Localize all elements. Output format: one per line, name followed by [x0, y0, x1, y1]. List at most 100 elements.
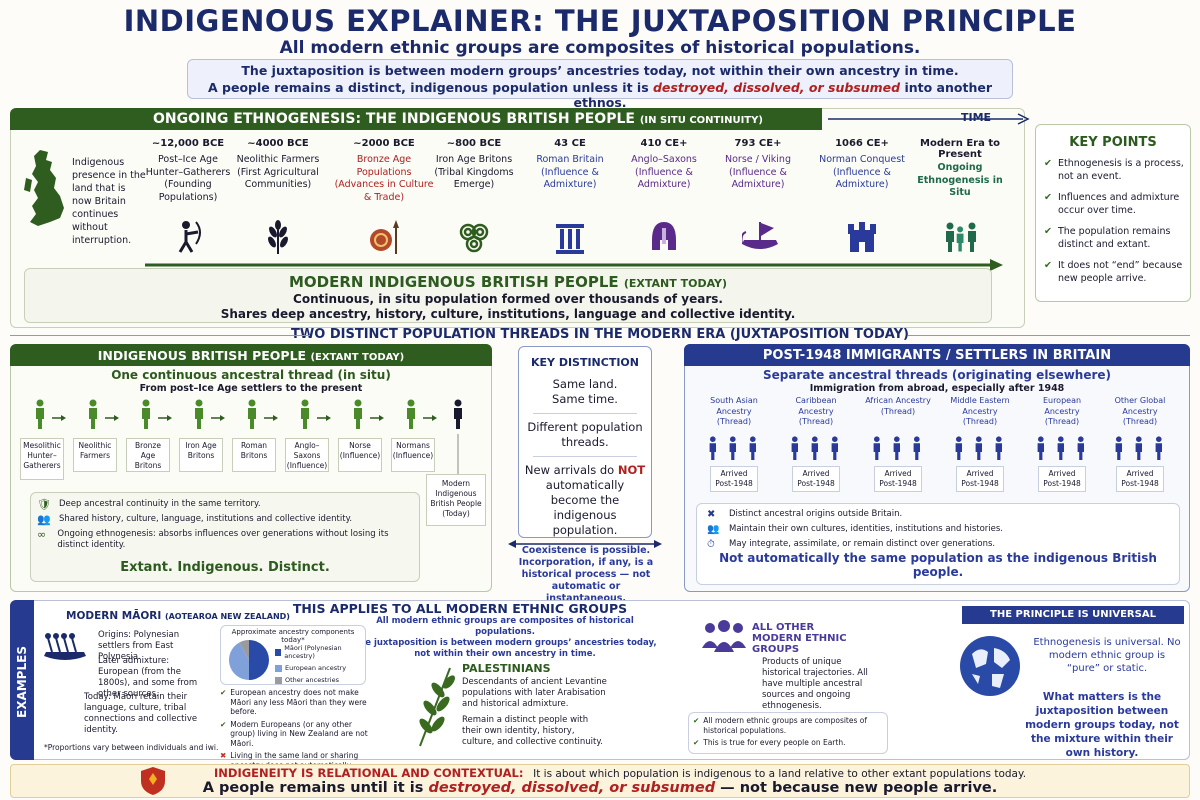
chart-title: Approximate ancestry components today*	[231, 628, 355, 644]
key-point-1: ✔Influences and admixture occur over tim…	[1044, 192, 1180, 216]
check-icon: ✔	[220, 688, 227, 697]
pie-slice-0	[249, 640, 269, 680]
thread-step-1: Neolithic Farmers	[73, 438, 117, 472]
thread-step-4: Roman Britons	[232, 438, 276, 472]
key-point-2: ✔The population remains distinct and ext…	[1044, 226, 1171, 250]
maori-origins: Origins: Polynesian settlers from East P…	[98, 630, 180, 662]
maori-footnote: *Proportions vary between individuals an…	[44, 743, 219, 752]
page-subtitle: All modern ethnic groups are composites …	[279, 38, 921, 58]
connector-line	[457, 434, 459, 474]
arrived-label-3: Arrived Post-1948	[956, 466, 1004, 492]
period-label-6: Norse / Viking(Influence & Admixture)	[725, 154, 791, 190]
modern-indigenous-box: MODERN INDIGENOUS BRITISH PEOPLE (EXTANT…	[24, 268, 992, 323]
people-icon: 👥	[707, 524, 720, 535]
period-date-5: 410 CE+	[640, 138, 688, 149]
thread-step-7: Normans (Influence)	[391, 438, 435, 472]
maori-later: Later admixture: European (from the 1800…	[98, 656, 198, 699]
family-icon	[946, 222, 976, 252]
immigrant-point-0: ✖Distinct ancestral origins outside Brit…	[707, 509, 903, 520]
waka-canoe-icon	[44, 633, 86, 660]
examples-side-banner: EXAMPLES	[10, 600, 34, 760]
coexistence-note: Coexistence is possible. Incorporation, …	[518, 545, 654, 604]
people-icon	[1115, 436, 1162, 460]
period-label-8: Ongoing Ethnogenesis in Situ	[917, 162, 1003, 198]
footer-line-2: A people remains until it is destroyed, …	[202, 780, 998, 796]
arrow-right-icon	[370, 415, 384, 421]
key-distinction-same: Same land.Same time.	[552, 377, 618, 406]
page-title: INDIGENOUS EXPLAINER: THE JUXTAPOSITION …	[123, 4, 1077, 38]
maori-check-1: ✔Modern Europeans (or any other group) l…	[220, 719, 368, 748]
check-icon: ✔	[693, 738, 700, 747]
archer-icon	[178, 221, 201, 253]
modern-line-2: Shares deep ancestry, history, culture, …	[220, 307, 796, 321]
person-icon	[195, 399, 203, 429]
period-label-4: Roman Britain(Influence & Admixture)	[536, 154, 604, 190]
shield-spear-icon	[370, 220, 399, 254]
ancestry-group-5: Other Global Ancestry (Thread)	[1114, 396, 1166, 426]
thread-step-0: Mesolithic Hunter–Gatherers	[20, 438, 64, 480]
people-icon	[709, 436, 756, 460]
ancestry-chart-box: Approximate ancestry components today* M…	[220, 625, 366, 685]
period-date-0: ~12,000 BCE	[151, 138, 225, 149]
immigrant-tagline: Not automatically the same population as…	[719, 551, 1157, 579]
arrived-label-5: Arrived Post-1948	[1116, 466, 1164, 492]
check-icon: ✔	[1044, 192, 1052, 203]
universal-line-2: What matters is the juxtaposition betwee…	[1025, 691, 1179, 759]
person-icon	[36, 399, 44, 429]
period-label-1: Neolithic Farmers (First Agricultural Co…	[236, 154, 320, 190]
palestinians-line-2: Remain a distinct people with their own …	[462, 715, 603, 747]
period-label-0: Post–Ice Age Hunter–Gatherers (Founding …	[145, 154, 231, 203]
key-distinction-box: KEY DISTINCTION Same land.Same time. Dif…	[518, 346, 652, 538]
immigrant-thread-subtitle-2: Immigration from abroad, especially afte…	[809, 383, 1065, 394]
arrow-right-icon	[211, 415, 225, 421]
britain-map-icon	[24, 150, 64, 226]
infinity-icon: ∞	[37, 528, 47, 541]
arrow-right-icon	[264, 415, 278, 421]
group-people-icon	[702, 620, 746, 652]
period-date-7: 1066 CE+	[835, 138, 889, 149]
globe-icon	[960, 636, 1020, 696]
cross-icon: ✖	[707, 509, 716, 520]
ancestry-group-2: African Ancestry (Thread)	[865, 396, 931, 416]
people-icon	[955, 436, 1002, 460]
people-icon	[1037, 436, 1084, 460]
arrived-label-0: Arrived Post-1948	[710, 466, 758, 492]
footer-box	[10, 764, 1190, 798]
thread-final-step: Modern Indigenous British People (Today)	[426, 474, 486, 526]
period-label-7: Norman Conquest(Influence & Admixture)	[819, 154, 905, 190]
indigenous-tagline: Extant. Indigenous. Distinct.	[120, 560, 330, 575]
arrow-right-icon	[423, 415, 437, 421]
immigrant-thread-subtitle: Separate ancestral threads (originating …	[762, 368, 1112, 382]
people-icon	[873, 436, 920, 460]
person-icon	[142, 399, 150, 429]
period-date-8: Modern Era to Present	[920, 138, 1000, 160]
timeline-axis	[145, 259, 1003, 271]
arrow-right-icon	[317, 415, 331, 421]
check-icon: ✔	[220, 719, 227, 729]
key-points-box: KEY POINTS ✔Ethnogenesis is a process, n…	[1035, 124, 1191, 302]
ancestry-group-3: Middle Eastern Ancestry (Thread)	[950, 396, 1010, 426]
key-distinction-title: KEY DISTINCTION	[530, 356, 639, 369]
palestinians-title: PALESTINIANS	[462, 662, 551, 675]
check-icon: ✔	[693, 716, 700, 725]
distinction-arrow	[508, 540, 662, 548]
period-date-4: 43 CE	[554, 138, 586, 149]
legend-item-2: Other ancestries	[275, 676, 365, 684]
person-icon	[301, 399, 309, 429]
immigrant-point-2: ⏱May integrate, assimilate, or remain di…	[707, 539, 996, 550]
period-label-5: Anglo–Saxons(Influence & Admixture)	[631, 154, 697, 190]
examples-title: THIS APPLIES TO ALL MODERN ETHNIC GROUPS	[292, 601, 628, 616]
maori-title: MODERN MĀORI (AOTEAROA NEW ZEALAND)	[66, 610, 290, 622]
universal-line-1: Ethnogenesis is universal. No modern eth…	[1033, 637, 1181, 674]
thread-step-6: Norse (Influence)	[338, 438, 382, 472]
legend-item-1: European ancestry	[275, 664, 365, 672]
pie-slice-2	[239, 640, 249, 660]
triskele-icon	[459, 223, 489, 253]
shield-icon: 🛡	[37, 498, 51, 511]
check-icon: ✔	[1044, 226, 1052, 237]
indigenous-point-2: ∞Ongoing ethnogenesis: absorbs influence…	[37, 528, 389, 550]
clock-icon: ⏱	[707, 539, 715, 550]
all-groups-title: ALL OTHER MODERN ETHNIC GROUPS	[752, 622, 847, 655]
key-distinction-not: New arrivals do NOT automatically become…	[524, 463, 646, 537]
cross-icon: ✖	[220, 751, 227, 760]
